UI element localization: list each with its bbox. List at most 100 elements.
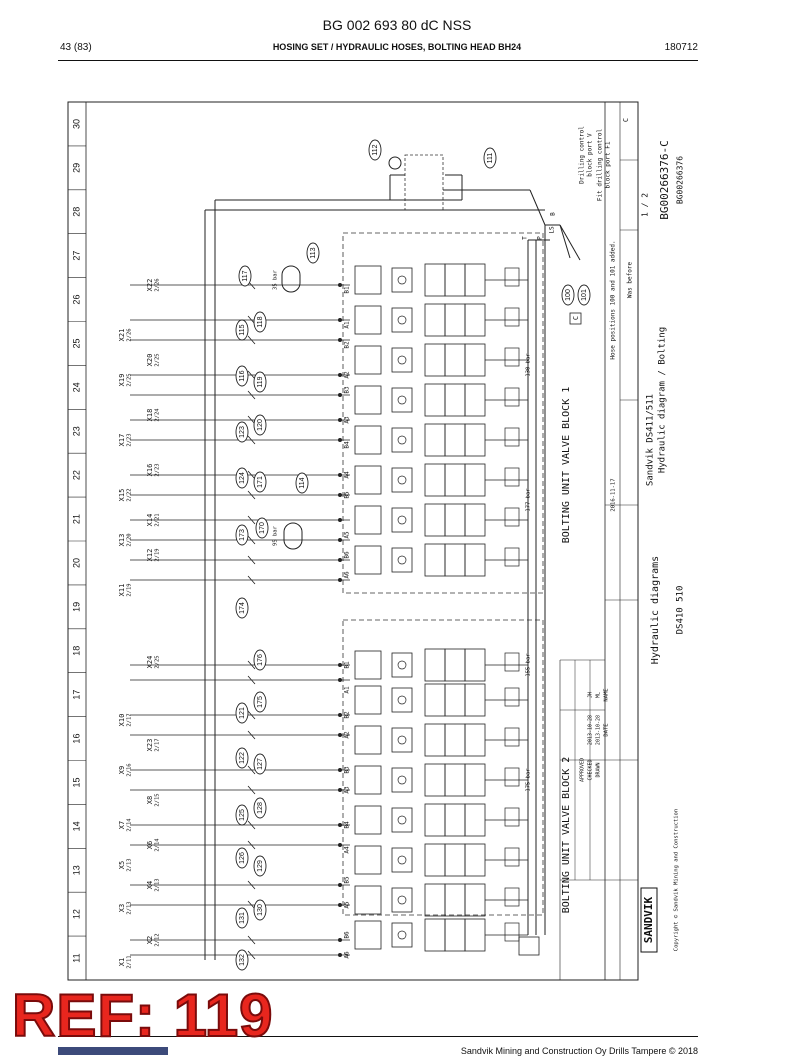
callout-label-127: 127	[257, 758, 264, 770]
valve-orifice	[397, 775, 407, 785]
directional-valve-c	[464, 803, 486, 837]
callout-115	[235, 319, 249, 341]
connector-X7: X7	[118, 821, 126, 829]
callout-label-114: 114	[299, 477, 306, 488]
callout-123	[235, 421, 249, 443]
directional-valve-b	[444, 843, 466, 877]
pressure-label: 130 bar	[526, 353, 532, 377]
port-b2-B3: B3	[344, 766, 351, 774]
block-2-label: BOLTING UNIT VALVE BLOCK 2	[561, 757, 572, 914]
connector-sub-X4: 2/13	[155, 878, 161, 891]
callout-label-176: 176	[257, 654, 264, 666]
valve-orifice	[397, 815, 407, 825]
callout-label-128: 128	[257, 802, 264, 814]
port-b2-A3: A3	[344, 786, 351, 794]
connector-sub-X18: 2/24	[155, 408, 161, 422]
port-b2-A5: A5	[344, 901, 351, 909]
connector-sub-X9: 2/16	[127, 763, 133, 776]
junction-dot	[338, 953, 342, 957]
directional-valve-b	[444, 263, 466, 297]
directional-valve-c	[464, 648, 486, 682]
relief-valve	[504, 727, 520, 747]
junction-dot	[338, 393, 342, 397]
junction-dot	[338, 823, 342, 827]
callout-label-117: 117	[242, 270, 249, 281]
port-b2-A6: A6	[344, 951, 351, 959]
hose-fitting	[247, 785, 256, 795]
hose-fitting	[247, 555, 256, 565]
accumulator-label: 35 bar	[273, 269, 279, 290]
directional-valve-c	[464, 263, 486, 297]
connector-X24: X24	[146, 656, 154, 669]
callout-label-113: 113	[310, 247, 317, 258]
callout-100	[561, 284, 575, 306]
row-date: 2013-10-28	[588, 715, 594, 745]
connector-sub-X12: 2/19	[155, 548, 161, 561]
grid-col-21: 21	[71, 514, 81, 524]
grid-col-16: 16	[71, 734, 81, 744]
check-valve-block	[354, 345, 382, 375]
was-before: Was before	[627, 262, 634, 299]
connector-X1: X1	[118, 958, 126, 966]
document-date: 180712	[664, 42, 698, 53]
date-column: DATE	[604, 723, 610, 736]
row-date: 2013-10-28	[596, 715, 602, 745]
valve-orifice	[397, 355, 407, 365]
callout-124	[235, 467, 249, 489]
connector-sub-X17: 2/23	[127, 433, 133, 446]
directional-valve-b	[444, 423, 466, 457]
callout-174	[235, 597, 249, 619]
connector-sub-X15: 2/22	[127, 488, 133, 501]
callout-122	[235, 747, 249, 769]
callout-119	[253, 371, 267, 393]
callout-label-131: 131	[239, 912, 246, 924]
check-valve-block	[354, 545, 382, 575]
document-number: BG00266376-C	[658, 140, 671, 219]
junction-dot	[338, 578, 342, 582]
port-A1: A1	[344, 321, 351, 329]
valve-orifice	[397, 475, 407, 485]
port-ls: LS	[549, 226, 556, 234]
callout-label-118: 118	[257, 316, 264, 327]
directional-valve-b	[444, 343, 466, 377]
valve-112-outline	[404, 154, 444, 211]
hose-fitting	[247, 470, 256, 480]
hose-fitting	[247, 730, 256, 740]
callout-131	[235, 907, 249, 929]
callout-117	[238, 265, 252, 287]
callout-173	[235, 524, 249, 546]
valve-orifice	[397, 395, 407, 405]
pilot-valve	[391, 727, 413, 753]
callout-label-171: 171	[257, 476, 264, 488]
drilling-note-2: block port V	[587, 133, 594, 177]
grid-col-17: 17	[71, 690, 81, 700]
connector-sub-X24: 2/25	[155, 655, 161, 668]
row-name: ML	[596, 692, 602, 698]
directional-valve-b	[444, 463, 466, 497]
callout-label-123: 123	[239, 426, 246, 438]
directional-valve-b	[444, 763, 466, 797]
grid-col-24: 24	[71, 382, 81, 392]
directional-valve-c	[464, 543, 486, 577]
valve-orifice	[397, 930, 407, 940]
change-date: 2016-11-17	[611, 478, 617, 511]
pilot-valve	[391, 427, 413, 453]
grid-col-26: 26	[71, 295, 81, 305]
callout-101	[577, 284, 591, 306]
document-title: BG 002 693 80 dC NSS	[322, 17, 472, 33]
check-valve-block	[354, 920, 382, 950]
title-block	[559, 102, 658, 980]
callout-170	[255, 517, 269, 539]
hose-fitting	[247, 660, 256, 670]
directional-valve-c	[464, 683, 486, 717]
port-A2: A2	[344, 371, 351, 379]
sheet-number: 1 / 2	[641, 193, 650, 217]
hose-fitting	[247, 950, 256, 960]
connector-X17: X17	[118, 434, 126, 447]
directional-valve-a	[424, 303, 446, 337]
hose-fitting	[247, 820, 256, 830]
grid-col-25: 25	[71, 338, 81, 348]
junction-dot	[338, 538, 342, 542]
connector-X5: X5	[118, 861, 126, 869]
relief-valve	[504, 767, 520, 787]
